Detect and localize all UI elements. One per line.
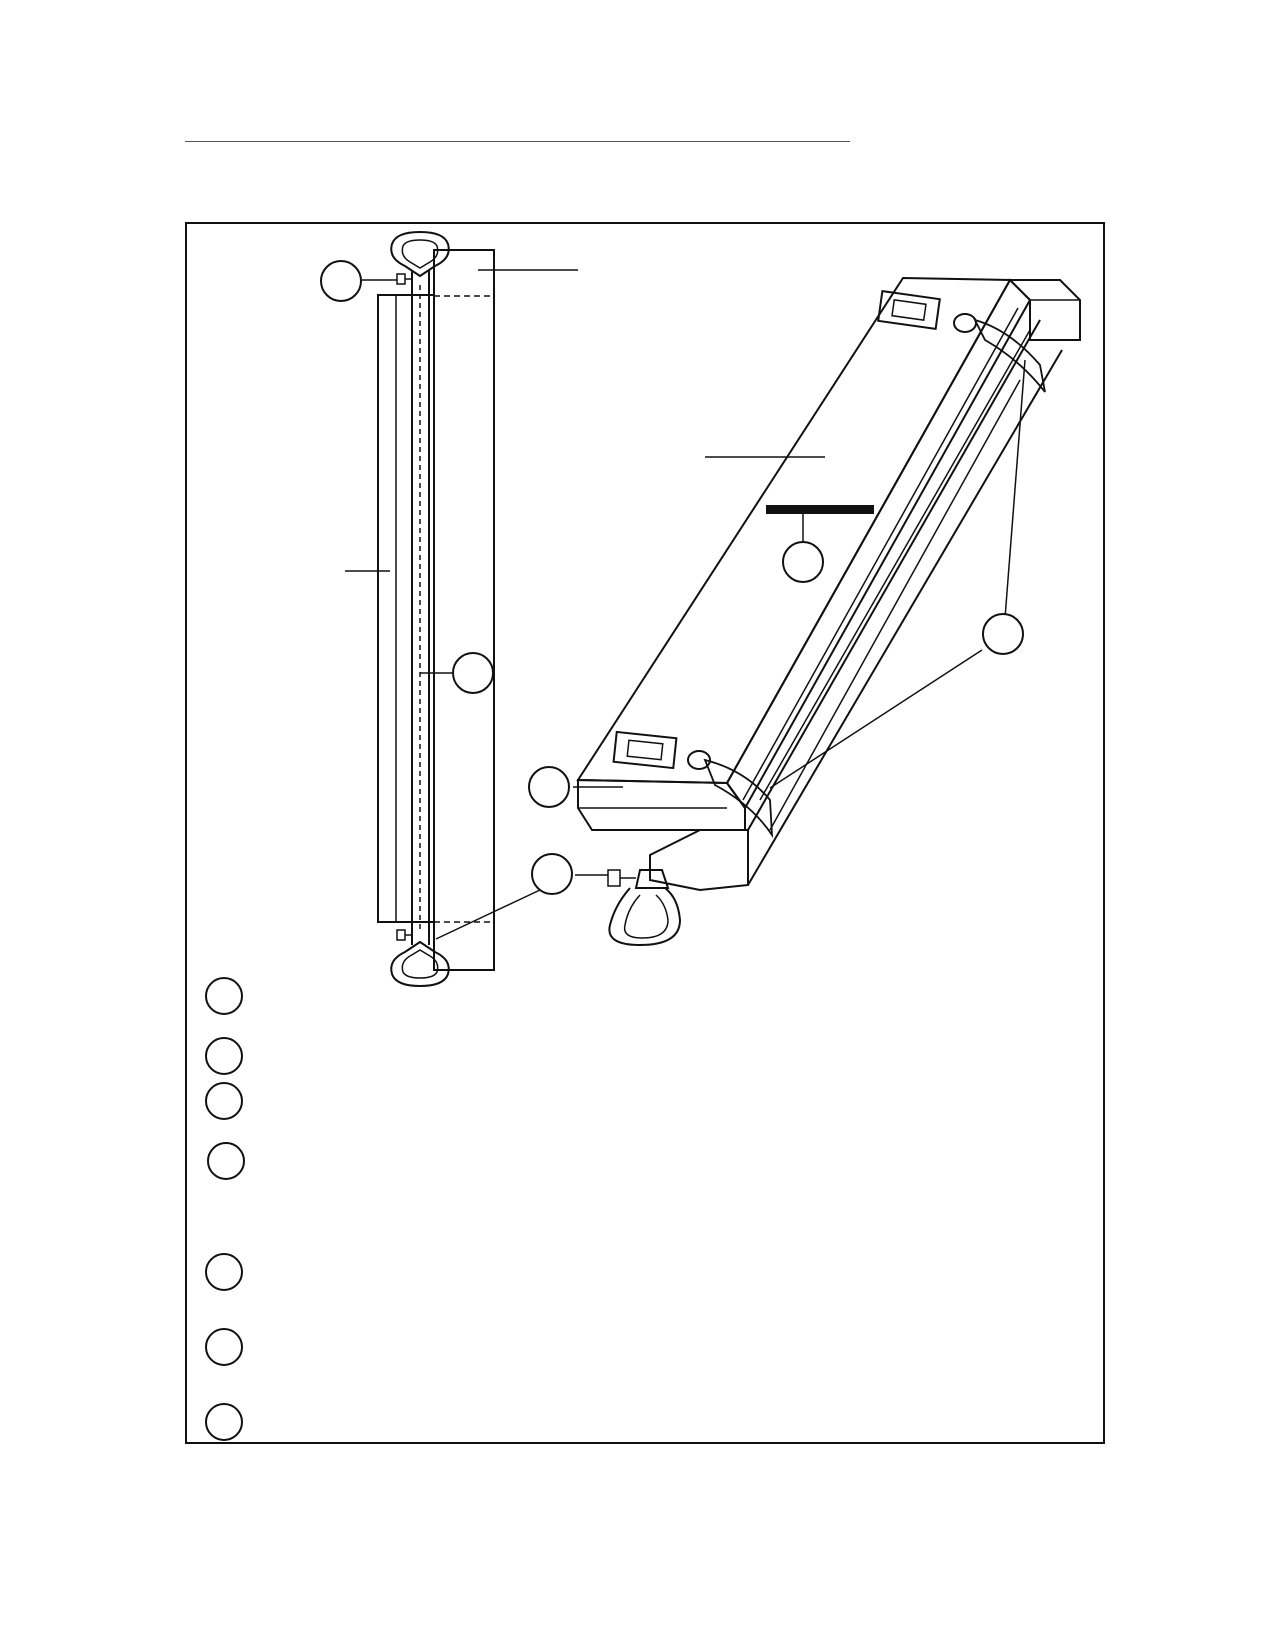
callout-5 — [528, 766, 570, 808]
legend-callout-4 — [207, 1142, 245, 1180]
label-plate — [766, 505, 874, 514]
legend-callout-1 — [205, 977, 243, 1015]
front-handle — [607, 869, 682, 947]
top-latch — [877, 289, 977, 333]
callout-1 — [320, 260, 362, 302]
side-view-assembly — [345, 230, 578, 988]
side-panel — [377, 294, 435, 923]
header-rule — [185, 141, 850, 142]
legend-callout-2 — [205, 1037, 243, 1075]
callout-2 — [452, 652, 494, 694]
callout-6 — [531, 853, 573, 895]
legend-callout-6 — [205, 1328, 243, 1366]
bottom-latch — [612, 730, 711, 770]
legend-callout-5 — [205, 1253, 243, 1291]
bottom-handle — [390, 940, 450, 988]
legend-callout-3 — [205, 1082, 243, 1120]
carrying-case-assembly — [573, 276, 1081, 947]
legend-callout-7 — [205, 1403, 243, 1441]
figure-frame — [185, 222, 1105, 1444]
callout-4 — [982, 613, 1024, 655]
top-handle — [390, 230, 450, 278]
callout-3 — [782, 541, 824, 583]
outer-tube — [433, 249, 495, 971]
